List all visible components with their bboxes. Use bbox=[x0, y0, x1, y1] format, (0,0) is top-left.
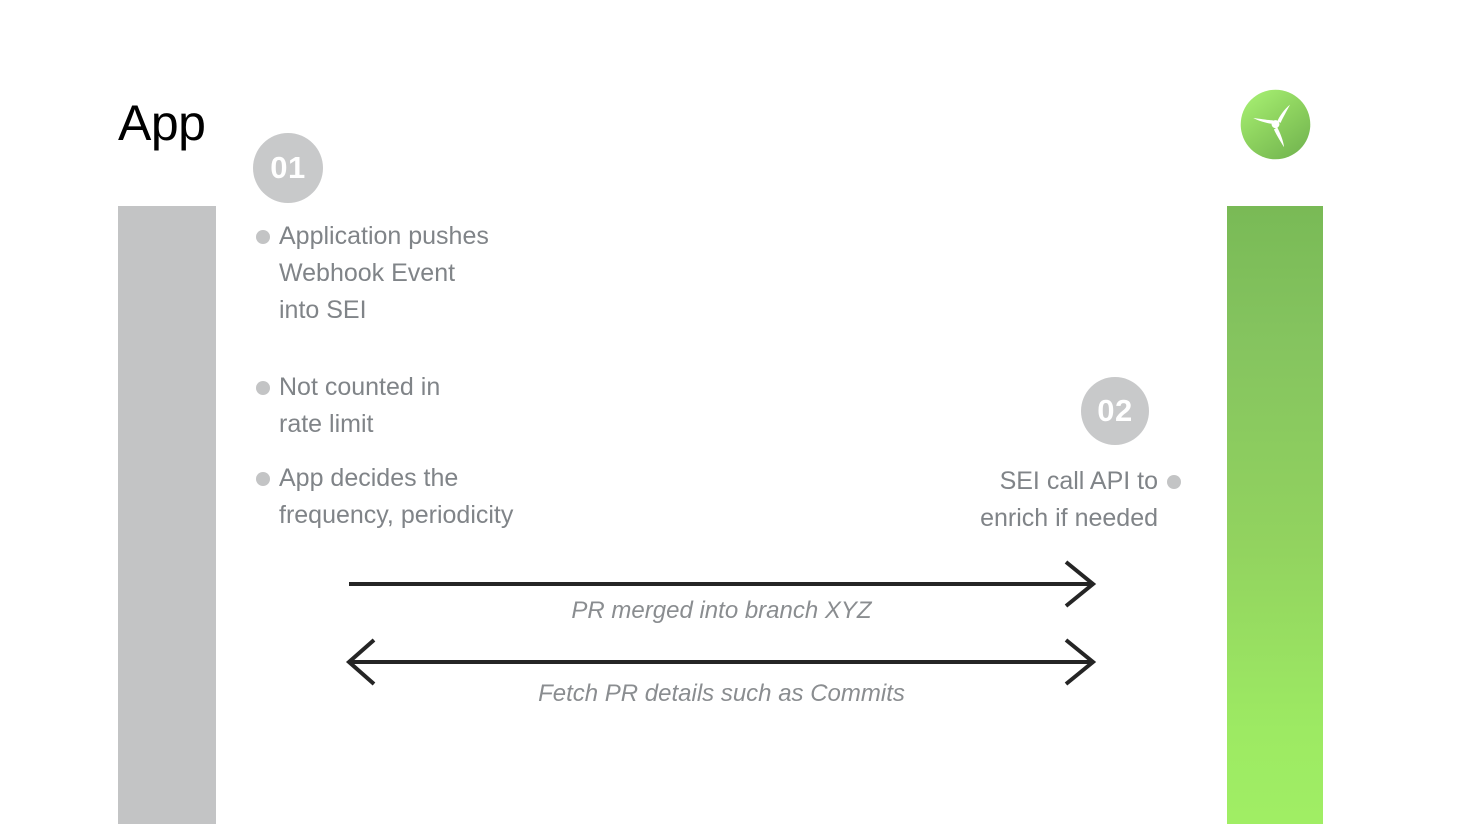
list-item: SEI call API to enrich if needed bbox=[938, 463, 1181, 537]
list-item-label: Application pushes Webhook Event into SE… bbox=[279, 222, 489, 324]
step-badge-02: 02 bbox=[1081, 377, 1149, 445]
sei-lifeline-bar bbox=[1227, 206, 1323, 824]
flow-arrows bbox=[340, 560, 1110, 720]
list-item: Not counted in rate limit bbox=[256, 369, 440, 443]
flow-arrowhead-right-1 bbox=[1064, 560, 1097, 608]
page-title: App bbox=[118, 95, 206, 151]
list-item-label: SEI call API to enrich if needed bbox=[980, 467, 1158, 532]
bullet-dot-icon bbox=[256, 381, 270, 395]
list-item: App decides the frequency, periodicity bbox=[256, 460, 513, 534]
step-badge-01: 01 bbox=[253, 133, 323, 203]
flow-label-1: PR merged into branch XYZ bbox=[571, 597, 872, 624]
app-lifeline-bar bbox=[118, 206, 216, 824]
harness-propeller-logo-icon bbox=[1240, 89, 1311, 160]
bullet-dot-icon bbox=[256, 230, 270, 244]
bullet-dot-icon bbox=[1167, 475, 1181, 489]
list-item: Application pushes Webhook Event into SE… bbox=[256, 218, 489, 329]
bullet-dot-icon bbox=[256, 472, 270, 486]
flow-arrowhead-left-2 bbox=[345, 638, 376, 686]
flow-label-2: Fetch PR details such as Commits bbox=[538, 680, 905, 707]
list-item-label: App decides the frequency, periodicity bbox=[279, 464, 514, 529]
flow-arrowhead-right-2 bbox=[1064, 638, 1097, 686]
list-item-label: Not counted in rate limit bbox=[279, 373, 441, 438]
